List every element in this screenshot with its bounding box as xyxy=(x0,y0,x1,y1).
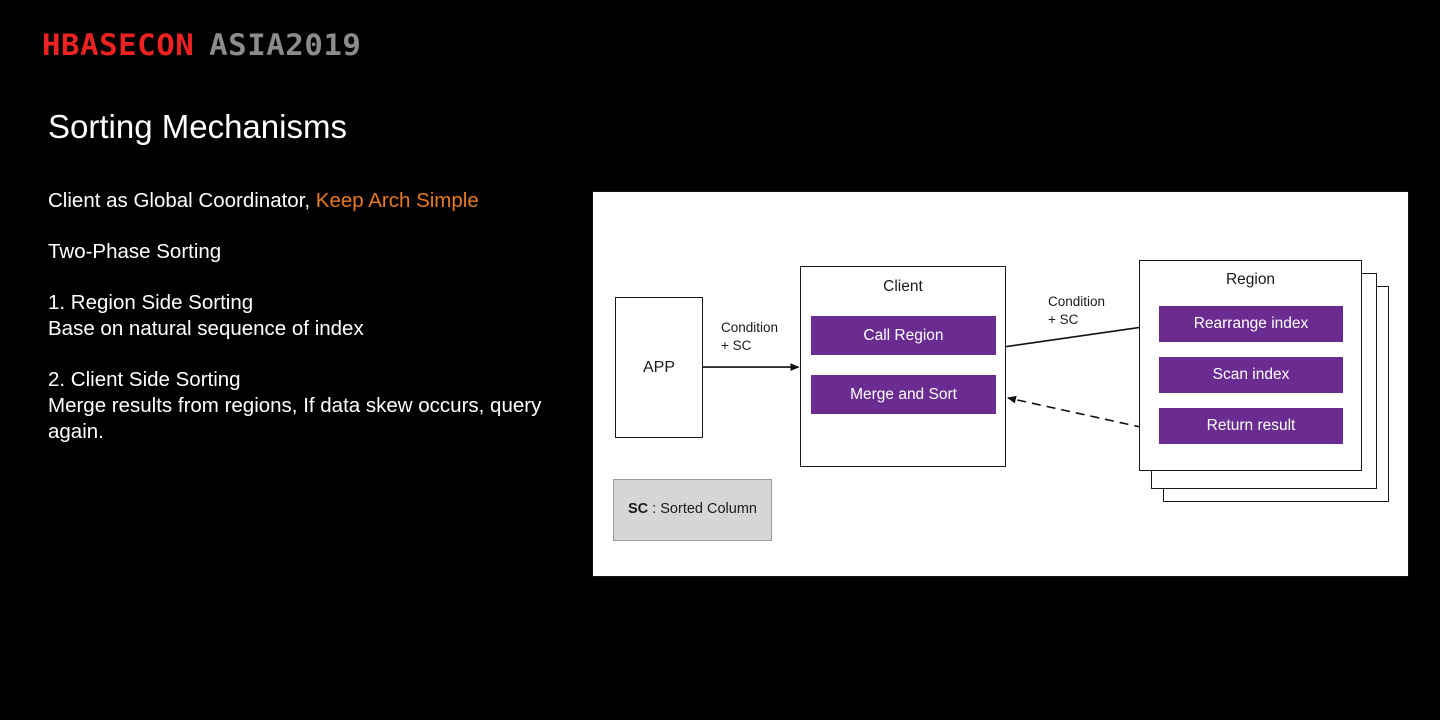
region-bar-scan-index: Scan index xyxy=(1159,357,1343,393)
phase-2-block: 2. Client Side Sorting Merge results fro… xyxy=(48,367,568,445)
edge-client-to-region xyxy=(994,322,1156,349)
app-node-label: APP xyxy=(642,359,675,376)
legend-value: Sorted Column xyxy=(660,501,757,517)
region-bar-rearrange-index: Rearrange index xyxy=(1159,306,1343,342)
legend-separator: : xyxy=(648,501,661,517)
body-line-coordinator-plain: Client as Global Coordinator, xyxy=(48,189,316,212)
edge-label-app-to-client: Condition + SC xyxy=(721,319,778,355)
phase-1-heading: 1. Region Side Sorting xyxy=(48,291,254,314)
client-bar-call-region: Call Region xyxy=(811,316,996,355)
body-line-coordinator-accent: Keep Arch Simple xyxy=(315,189,479,212)
page-title: Sorting Mechanisms xyxy=(48,108,347,145)
phase-2-detail: Merge results from regions, If data skew… xyxy=(48,394,542,443)
body-line-coordinator: Client as Global Coordinator, Keep Arch … xyxy=(48,188,568,214)
region-node-title: Region xyxy=(1225,271,1276,288)
conference-logo: HBASECON ASIA2019 xyxy=(42,28,361,62)
legend-text: SC : Sorted Column xyxy=(614,501,771,517)
client-bar-merge-and-sort: Merge and Sort xyxy=(811,375,996,414)
client-node: Client Call Region Merge and Sort xyxy=(800,266,1006,467)
logo-asia2019-text: ASIA2019 xyxy=(209,28,362,62)
edge-label-app-to-client-line1: Condition xyxy=(721,320,779,335)
phase-2-heading: 2. Client Side Sorting xyxy=(48,368,241,391)
region-bar-return-result: Return result xyxy=(1159,408,1343,444)
legend-key: SC xyxy=(628,501,649,517)
legend-sorted-column: SC : Sorted Column xyxy=(613,479,772,541)
edge-label-client-to-region: Condition + SC xyxy=(1048,293,1105,329)
edge-label-client-to-region-line2: + SC xyxy=(1048,312,1079,327)
edge-label-client-to-region-line1: Condition xyxy=(1048,294,1106,309)
architecture-diagram: APP Condition + SC Client Call Region Me… xyxy=(592,191,1409,577)
edge-label-app-to-client-line2: + SC xyxy=(721,338,752,353)
diagram-connectors xyxy=(702,322,1158,432)
phase-1-detail: Base on natural sequence of index xyxy=(48,317,364,340)
client-node-title: Client xyxy=(883,278,923,295)
app-node: APP xyxy=(615,297,703,438)
logo-hbasecon-text: HBASECON xyxy=(42,28,195,62)
slide-body-text: Client as Global Coordinator, Keep Arch … xyxy=(48,188,568,445)
region-node: Region Rearrange index Scan index Return… xyxy=(1139,260,1362,471)
edge-region-to-client xyxy=(1007,395,1158,432)
body-line-two-phase: Two-Phase Sorting xyxy=(48,240,222,263)
phase-1-block: 1. Region Side Sorting Base on natural s… xyxy=(48,290,568,342)
